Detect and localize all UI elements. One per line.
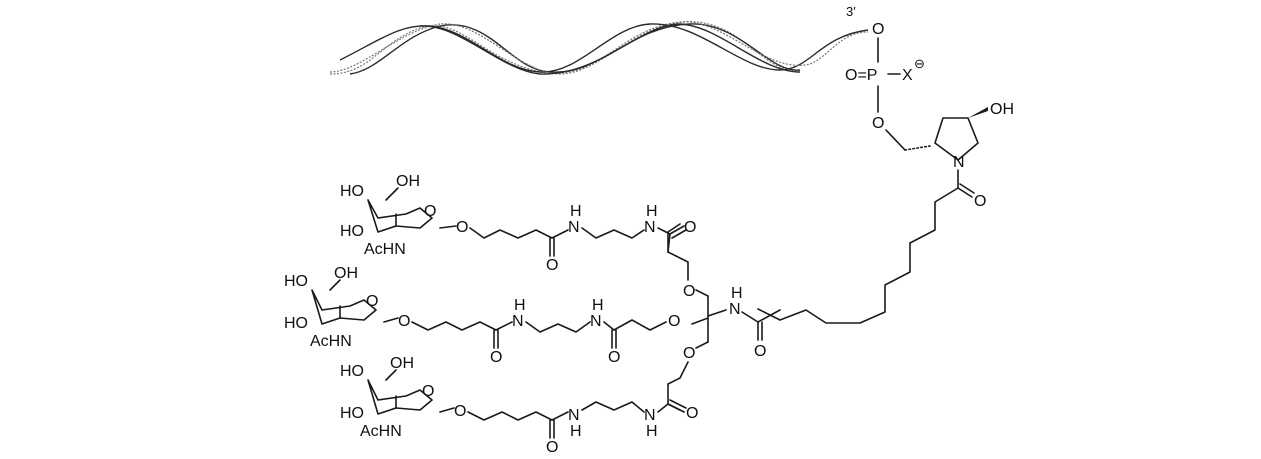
pyrrolidine-ring: OH N O (904, 101, 1014, 210)
sugar2-glyco-o: O (398, 313, 410, 330)
sugar3-oh6: OH (390, 355, 414, 372)
core-nh-h: H (731, 285, 743, 302)
arm1-h1: H (570, 203, 582, 220)
sugar3-ho4: HO (340, 363, 364, 380)
sugar1-ring-o: O (424, 203, 436, 220)
phosphate-o-bottom: O (872, 115, 884, 132)
arm3-amide2-o: O (686, 405, 698, 422)
arm2-nh2: N (590, 313, 602, 330)
arm1-nh1: N (568, 219, 580, 236)
arm1-h2: H (646, 203, 658, 220)
sugar3-glyco-o: O (454, 403, 466, 420)
pyrrolidine-oh: OH (990, 101, 1014, 118)
sugar1-achn: AcHN (364, 241, 406, 258)
negative-charge-icon: ⊖ (914, 56, 925, 71)
arm3-ether-o: O (683, 345, 695, 362)
sugar1-oh6: OH (396, 173, 420, 190)
arm1-ether-o: O (683, 283, 695, 300)
arm2-ether-o: O (668, 313, 680, 330)
c12-linker-chain (757, 187, 959, 324)
arm2-h2: H (592, 297, 604, 314)
three-prime-label: 3′ (846, 4, 856, 19)
sugar3-ring-o: O (422, 383, 434, 400)
galnac-arm-2: HO OH O HO AcHN O O N H N H O (284, 265, 667, 366)
dna-helix (329, 21, 869, 75)
arm3-h1: H (570, 423, 582, 440)
pyrrolidine-n: N (953, 154, 965, 171)
sugar2-ho3: HO (284, 315, 308, 332)
arm3-nh1: N (568, 407, 580, 424)
sugar3-achn: AcHN (360, 423, 402, 440)
arm3-nh2: N (644, 407, 656, 424)
sugar2-oh6: OH (334, 265, 358, 282)
sugar2-ring-o: O (366, 293, 378, 310)
galnac-arm-3: HO OH O HO AcHN O O N H N H O (340, 355, 698, 456)
galnac-arm-1: HO OH O HO AcHN O O N H N H O (340, 173, 696, 274)
arm1-amide2-o: O (684, 219, 696, 236)
pyrrolidine-carbonyl-o: O (974, 193, 986, 210)
phosphate-o-double-p: O=P (845, 67, 877, 84)
arm2-h1: H (514, 297, 526, 314)
sugar2-ho4: HO (284, 273, 308, 290)
sugar3-ho3: HO (340, 405, 364, 422)
phosphate-o-top: O (872, 21, 884, 38)
phosphate-x: X (902, 67, 913, 84)
arm2-amide-o: O (490, 349, 502, 366)
sugar1-glyco-o: O (456, 219, 468, 236)
arm3-amide-o: O (546, 439, 558, 456)
arm3-h2: H (646, 423, 658, 440)
core-nh-n: N (729, 301, 741, 318)
arm1-amide-o: O (546, 257, 558, 274)
arm2-amide2-o: O (608, 349, 620, 366)
phosphate-group: O O=P X ⊖ O (845, 21, 925, 151)
sugar1-ho3: HO (340, 223, 364, 240)
arm1-nh2: N (644, 219, 656, 236)
core-amide-o: O (754, 343, 766, 360)
sugar2-achn: AcHN (310, 333, 352, 350)
arm2-nh1: N (512, 313, 524, 330)
tris-core: N H O O O O (667, 223, 781, 411)
sugar1-ho4: HO (340, 183, 364, 200)
